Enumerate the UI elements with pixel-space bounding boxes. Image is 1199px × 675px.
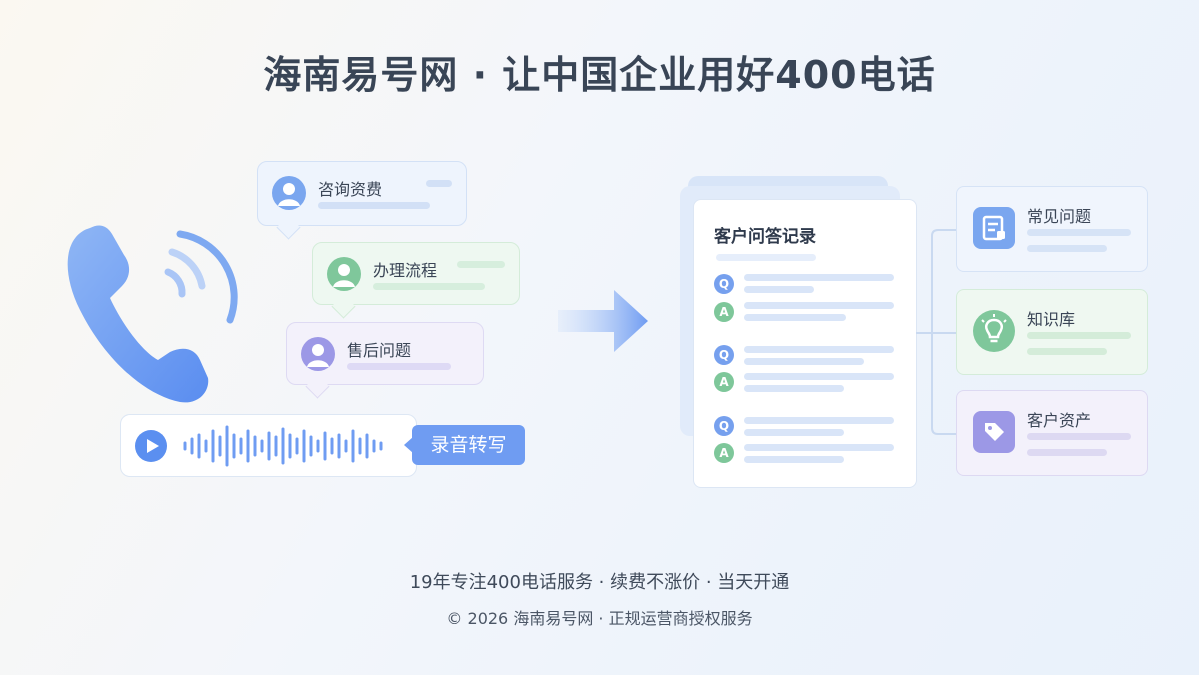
- answer-mark: A: [714, 302, 734, 322]
- card-label: 常见问题: [1027, 207, 1092, 226]
- bubble-label: 办理流程: [373, 261, 438, 280]
- waveform-icon: [183, 425, 383, 467]
- bubble-process: 办理流程: [312, 242, 520, 319]
- avatar: [301, 337, 335, 371]
- connector-lines: [916, 229, 958, 435]
- bubble-label: 售后问题: [347, 341, 412, 360]
- question-mark: Q: [714, 345, 734, 365]
- lightbulb-icon: [973, 310, 1015, 352]
- answer-mark: A: [714, 443, 734, 463]
- avatar: [272, 176, 306, 210]
- card-knowledge-base: 知识库: [956, 289, 1148, 375]
- card-customer-assets: 客户资产: [956, 390, 1148, 476]
- card-faq: 常见问题: [956, 186, 1148, 272]
- tag-icon: [973, 411, 1015, 453]
- question-mark: Q: [714, 274, 734, 294]
- faq-icon: [973, 207, 1015, 249]
- question-mark: Q: [714, 416, 734, 436]
- qa-record-document: 客户问答记录 Q A Q A Q A: [693, 199, 917, 488]
- card-label: 知识库: [1027, 310, 1076, 329]
- transcribe-button[interactable]: 录音转写: [404, 425, 525, 465]
- document-title: 客户问答记录: [714, 227, 816, 247]
- card-label: 客户资产: [1027, 411, 1092, 430]
- phone-icon: [67, 225, 238, 403]
- page-title: 海南易号网 · 让中国企业用好400电话: [263, 53, 936, 97]
- answer-mark: A: [714, 372, 734, 392]
- avatar: [327, 257, 361, 291]
- bubble-pricing: 咨询资费: [257, 161, 467, 240]
- arrow-right-icon: [558, 290, 648, 352]
- bubble-aftersales: 售后问题: [286, 322, 484, 399]
- footer-tagline: 19年专注400电话服务 · 续费不涨价 · 当天开通: [409, 572, 790, 593]
- footer-copyright: © 2026 海南易号网 · 正规运营商授权服务: [446, 609, 753, 628]
- play-button[interactable]: [135, 430, 167, 462]
- bubble-label: 咨询资费: [318, 180, 383, 199]
- audio-player: [120, 414, 417, 477]
